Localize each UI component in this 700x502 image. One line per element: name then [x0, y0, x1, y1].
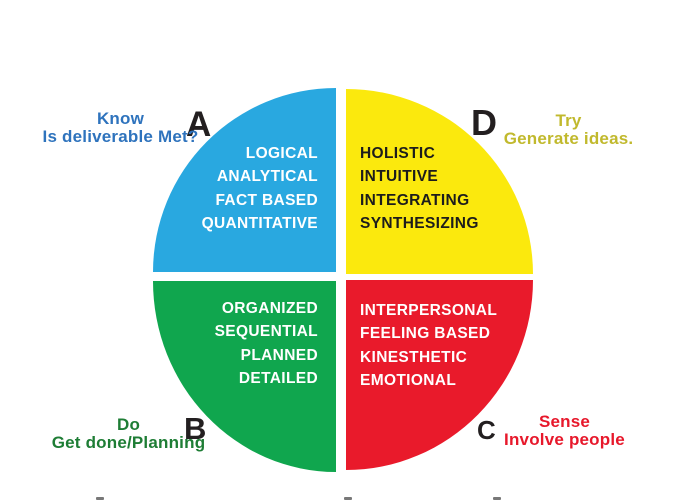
trait-line: SYNTHESIZING: [360, 214, 479, 232]
quadrant-a-traits: LOGICAL ANALYTICAL FACT BASED QUANTITATI…: [202, 142, 318, 235]
trait-line: EMOTIONAL: [360, 371, 457, 389]
label-line: Try: [555, 111, 582, 130]
trait-line: DETAILED: [238, 369, 318, 387]
label-line: Sense: [538, 412, 591, 431]
trait-line: INTUITIVE: [360, 168, 439, 186]
label-line: Generate ideas.: [503, 128, 634, 148]
quadrant-c-traits: INTERPERSONAL FEELING BASED KINESTHETIC …: [360, 299, 497, 392]
trait-line: PLANNED: [240, 346, 318, 364]
label-line: Is deliverable Met?: [42, 126, 199, 146]
quadrant-d-traits: HOLISTIC INTUITIVE INTEGRATING SYNTHESIZ…: [360, 142, 479, 235]
quadrant-c-label: Sense Involve people: [472, 413, 657, 448]
trait-line: INTEGRATING: [360, 191, 470, 209]
quadrant-b-letter: B: [184, 411, 207, 446]
quadrant-b-label: Do Get done/Planning: [36, 416, 221, 451]
label-line: Involve people: [504, 429, 625, 449]
trait-line: QUANTITATIVE: [201, 214, 318, 232]
quadrant-b-traits: ORGANIZED SEQUENTIAL PLANNED DETAILED: [215, 297, 318, 390]
trait-line: SEQUENTIAL: [214, 323, 318, 341]
cropped-caption-mark: [493, 497, 501, 500]
label-line: Do: [116, 415, 141, 434]
quadrant-a-label: Know Is deliverable Met?: [28, 110, 213, 145]
label-line: Get done/Planning: [51, 432, 206, 452]
quadrant-c-letter: C: [477, 415, 496, 445]
trait-line: LOGICAL: [245, 145, 318, 162]
quadrant-a-letter: A: [186, 105, 212, 144]
trait-line: INTERPERSONAL: [360, 302, 498, 319]
cropped-caption-mark: [96, 497, 104, 500]
trait-line: FACT BASED: [215, 191, 318, 209]
quadrant-d-label: Try Generate ideas.: [476, 112, 661, 147]
trait-line: ORGANIZED: [221, 300, 318, 317]
trait-line: ANALYTICAL: [216, 168, 318, 186]
trait-line: FEELING BASED: [360, 325, 491, 343]
trait-line: HOLISTIC: [360, 145, 436, 162]
cropped-caption-mark: [344, 497, 352, 500]
quadrant-d-letter: D: [471, 102, 497, 143]
label-line: Know: [96, 109, 145, 128]
trait-line: KINESTHETIC: [360, 348, 468, 366]
